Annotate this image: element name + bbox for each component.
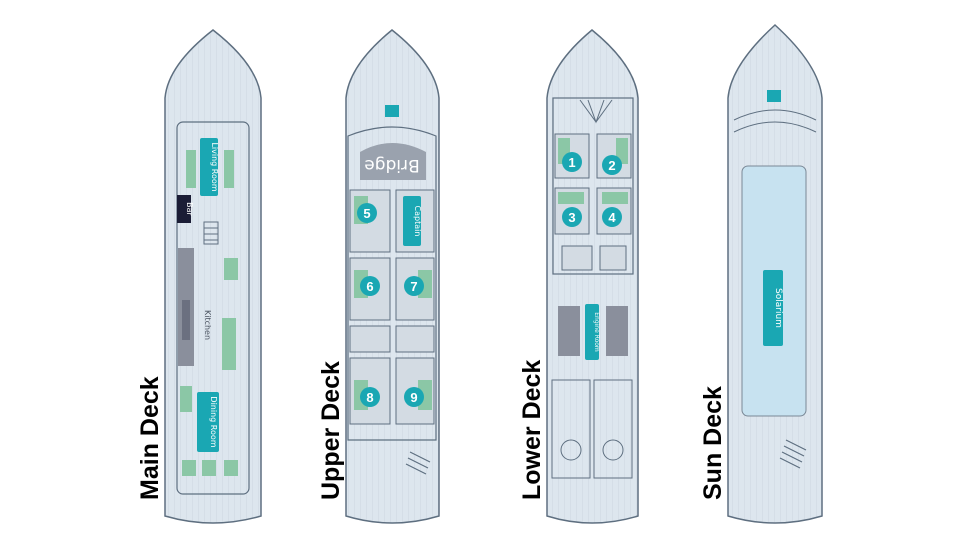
upper-bath-right [395, 325, 435, 353]
upper-bath-left [349, 325, 391, 353]
cabin-4-number: 4 [608, 210, 616, 225]
lower-deck-title: Lower Deck [518, 360, 546, 500]
lower-bath-right [599, 245, 627, 271]
upper-deck: Bridge 5 Captain 6 7 8 9 [345, 29, 440, 524]
solarium-label: Solarium [773, 288, 783, 328]
engine-left [558, 306, 580, 356]
bridge-label: Bridge [364, 155, 419, 175]
lower-forward-outline [552, 97, 634, 275]
bar-label: Bar [185, 202, 194, 216]
lounge-chair [180, 386, 192, 412]
sun-bow-rails [733, 109, 817, 133]
cabin-4-badge [602, 207, 622, 227]
living-room-sofa-left [186, 150, 196, 188]
dining-room-label: Dining Room [209, 396, 218, 447]
cabin-8-number: 8 [366, 390, 373, 405]
main-deck-cabin-outline [176, 121, 250, 495]
cabin-7-badge [404, 276, 424, 296]
main-deck-title: Main Deck [136, 376, 164, 500]
cabin-4-bed [602, 192, 628, 204]
sun-deck-title: Sun Deck [699, 386, 727, 500]
bridge-shape [360, 143, 426, 180]
cabin-6-number: 6 [366, 279, 373, 294]
engine-room-box [585, 304, 599, 360]
tank-left [560, 439, 582, 461]
tank-right [602, 439, 624, 461]
main-deck: Living Room Bar Kitchen Dining Room [164, 29, 262, 524]
captain-label: Captain [413, 206, 422, 237]
solarium-box [763, 270, 783, 346]
main-stair [203, 221, 219, 245]
lower-forward-truss [579, 99, 613, 124]
cabin-9-number: 9 [410, 390, 417, 405]
lower-aft-right [593, 379, 633, 479]
cabin-1-number: 1 [568, 155, 575, 170]
dining-table-1 [224, 258, 238, 280]
cabin-2-bed [616, 138, 628, 164]
cabin-9-badge [404, 387, 424, 407]
cabin-3-number: 3 [568, 210, 575, 225]
lower-aft-left [551, 379, 591, 479]
living-room-sofa-right [224, 150, 234, 188]
aft-bench-2 [202, 460, 216, 476]
cabin-5-number: 5 [363, 206, 370, 221]
cabin-2-badge [602, 155, 622, 175]
captain-box [403, 196, 421, 246]
aft-bench-3 [224, 460, 238, 476]
lower-deck: 1 2 3 4 Engine Room [546, 29, 639, 524]
bar-box [177, 195, 191, 223]
cabin-3-bed [558, 192, 584, 204]
upper-aft-stair [405, 451, 431, 475]
cabin-1-badge [562, 152, 582, 172]
upper-cabin-outline [347, 126, 437, 441]
lower-bath-left [561, 245, 593, 271]
living-room-box [200, 138, 218, 196]
living-room-label: Living Room [210, 142, 219, 191]
cabin-7-number: 7 [410, 279, 417, 294]
upper-deck-title: Upper Deck [317, 361, 345, 500]
engine-room-label: Engine Room [593, 312, 600, 352]
cabin-8-badge [360, 387, 380, 407]
kitchen-counter [182, 300, 190, 340]
upper-bow-fixture [385, 105, 399, 117]
cabin-6-badge [360, 276, 380, 296]
sun-deck: Solarium [727, 23, 823, 524]
cabin-2-number: 2 [608, 158, 615, 173]
cabin-5-badge [357, 203, 377, 223]
engine-right [606, 306, 628, 356]
aft-bench-1 [182, 460, 196, 476]
sun-bow-fixture [767, 90, 781, 102]
cabin-3-badge [562, 207, 582, 227]
sun-aft-stair [779, 439, 807, 469]
kitchen-label: Kitchen [203, 310, 212, 340]
dining-table-2 [222, 318, 236, 370]
dining-room-box [197, 392, 219, 452]
